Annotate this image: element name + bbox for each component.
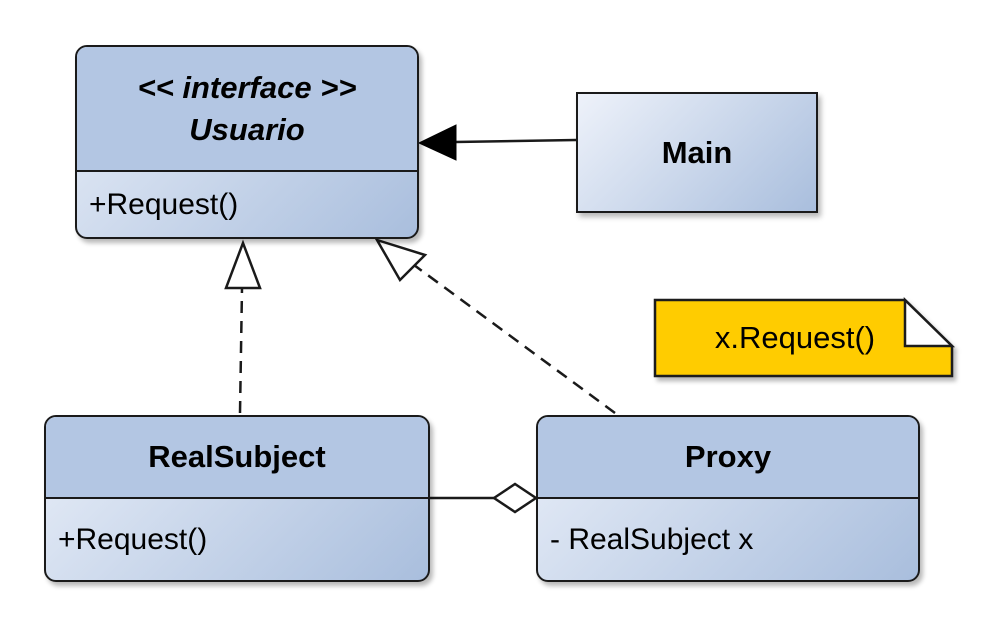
class-proxy-attributes: - RealSubject x <box>538 499 918 580</box>
class-main-name: Main <box>661 134 733 170</box>
class-usuario-name: Usuario <box>189 111 305 147</box>
interface-stereotype: << interface >> <box>137 69 357 105</box>
class-usuario[interactable]: << interface >> Usuario +Request() <box>75 45 419 239</box>
class-realsubject-name: RealSubject <box>148 439 326 474</box>
class-proxy-name: Proxy <box>684 439 772 474</box>
proxy-attribute-realsubject: - RealSubject x <box>550 522 754 556</box>
aggregation-proxy-realsubject <box>430 482 539 514</box>
realization-realsubject-to-usuario <box>224 239 262 414</box>
note-text: x.Request() <box>714 320 876 355</box>
realization-proxy-to-usuario <box>374 237 616 415</box>
association-main-to-usuario <box>417 124 577 161</box>
usuario-method-request: +Request() <box>89 187 239 221</box>
class-proxy-header: Proxy <box>538 417 918 499</box>
class-usuario-header: << interface >> Usuario <box>77 47 417 172</box>
class-usuario-methods: +Request() <box>77 172 417 237</box>
class-main[interactable]: Main <box>576 92 818 213</box>
note: x.Request() <box>655 300 905 376</box>
class-realsubject-methods: +Request() <box>46 499 428 580</box>
class-realsubject-header: RealSubject <box>46 417 428 499</box>
class-proxy[interactable]: Proxy - RealSubject x <box>536 415 920 582</box>
class-realsubject[interactable]: RealSubject +Request() <box>44 415 430 582</box>
note-shape <box>653 297 956 378</box>
realsubject-method-request: +Request() <box>58 522 208 556</box>
